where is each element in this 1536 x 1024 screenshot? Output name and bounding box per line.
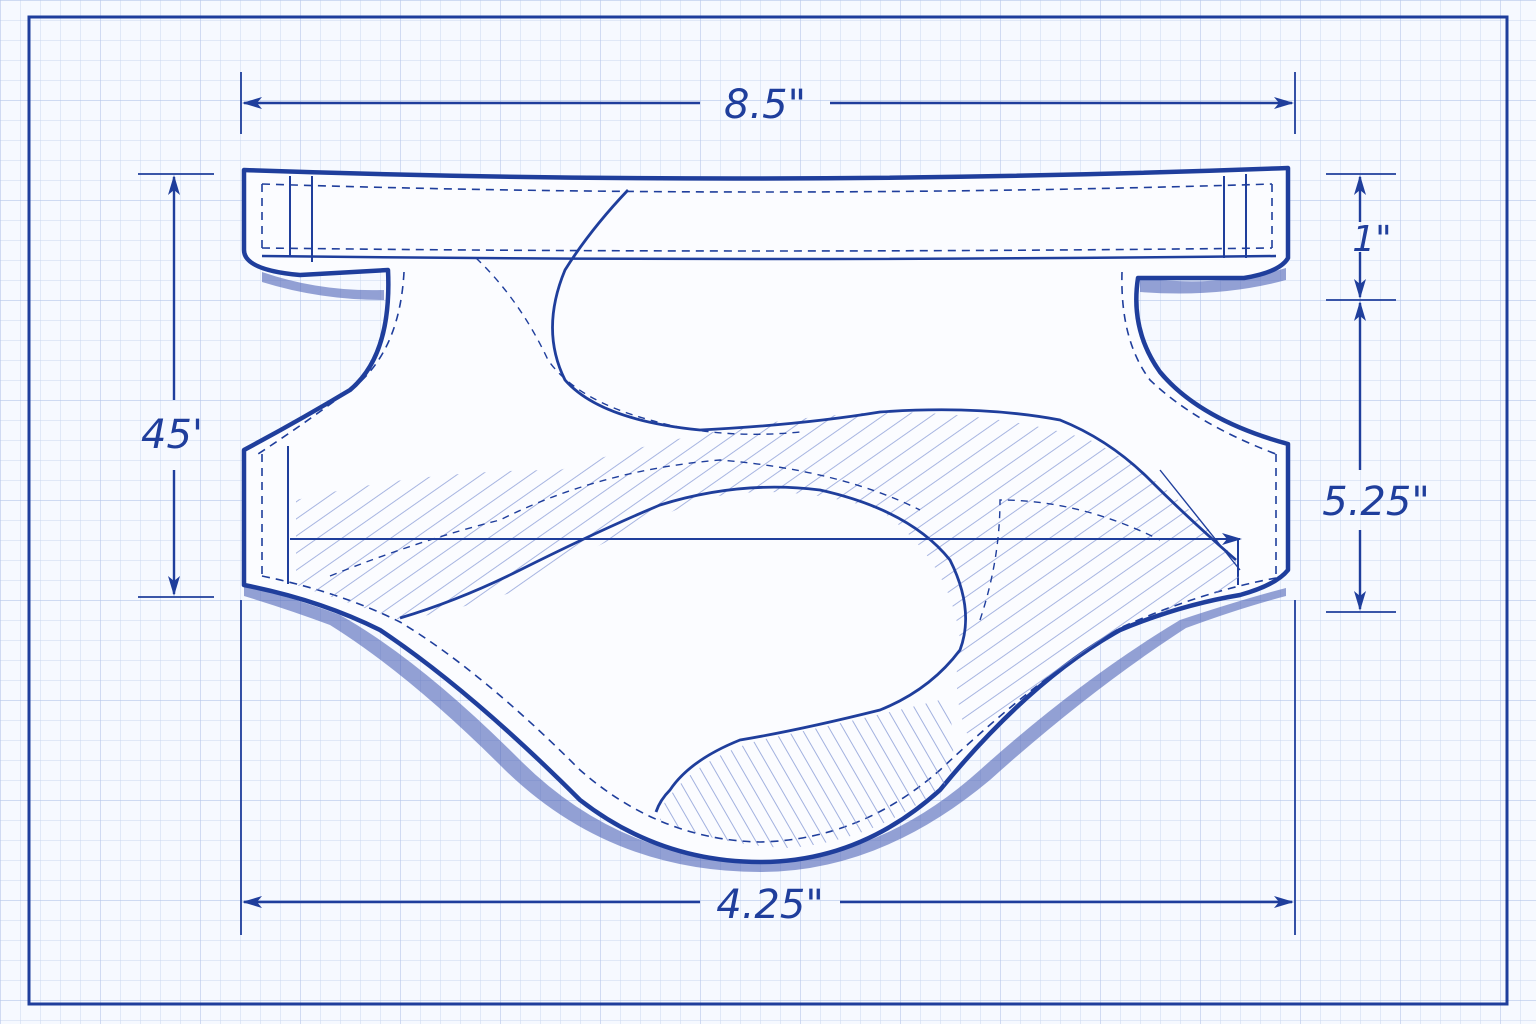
shading-lower-tab [660,700,954,848]
interior-diagonal [1159,469,1241,571]
dimension-lines [168,97,1366,908]
contour-right-dash [979,499,1161,621]
lower-height-label: 5.25" [1322,479,1429,525]
waistband-stitch-top [261,183,1273,193]
shading-band [296,412,1240,740]
top-width-label: 8.5" [724,82,806,128]
bottom-width-label: 4.25" [716,882,823,928]
waistband-stitch-bottom [261,247,1273,252]
contour-upper-dash [475,257,801,435]
contour-upper [551,189,1237,562]
waistband-shadow-left [262,272,384,300]
waistband-height-label: 1" [1352,219,1391,260]
left-height-label: 45' [141,412,203,458]
extension-lines [138,72,1396,935]
garment-pattern [241,165,1291,872]
contour-hole [399,485,967,813]
right-leg-stitch [1121,271,1277,455]
waistband-seam [261,254,1277,261]
drawing-frame [27,15,1509,1006]
waistband-shadow-right [1140,268,1286,294]
